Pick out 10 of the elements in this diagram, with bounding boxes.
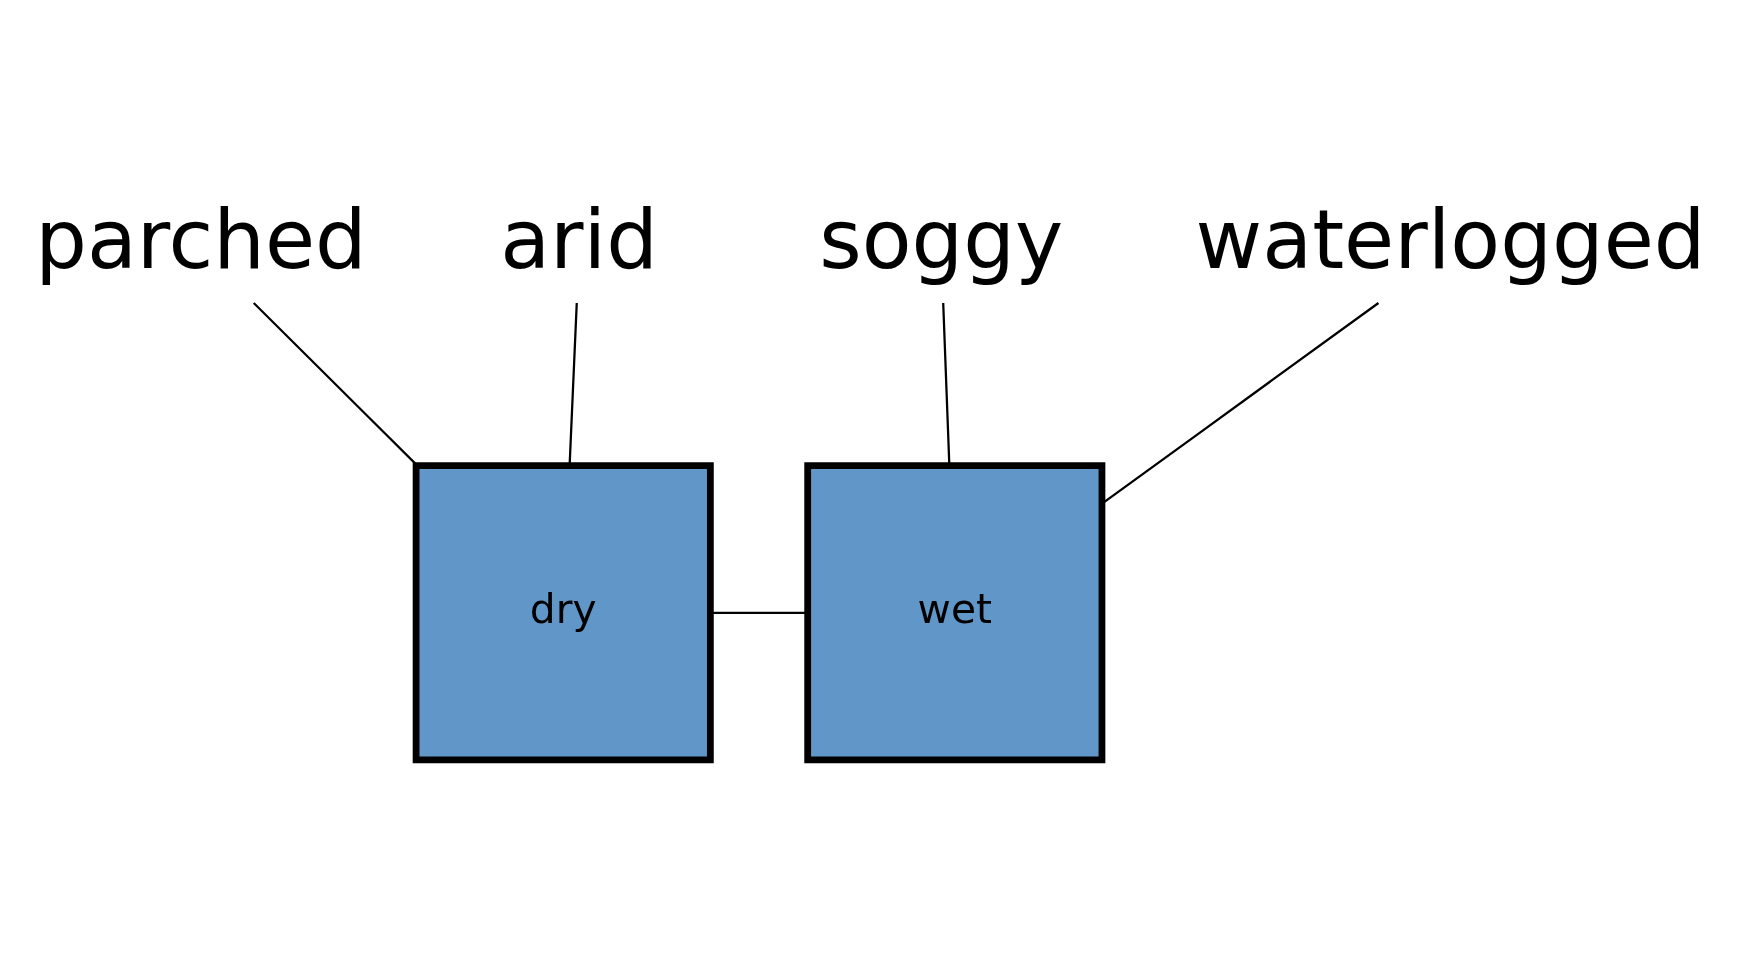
connector bbox=[1102, 302, 1380, 505]
node-box: wet bbox=[804, 462, 1106, 764]
connector bbox=[942, 302, 951, 466]
connector bbox=[568, 302, 578, 466]
node-box: dry bbox=[412, 462, 714, 764]
connector bbox=[710, 611, 808, 614]
node-text: parched bbox=[35, 192, 367, 288]
node-text: soggy bbox=[819, 192, 1064, 288]
node-text: waterlogged bbox=[1195, 192, 1706, 288]
node-text: arid bbox=[500, 192, 658, 288]
